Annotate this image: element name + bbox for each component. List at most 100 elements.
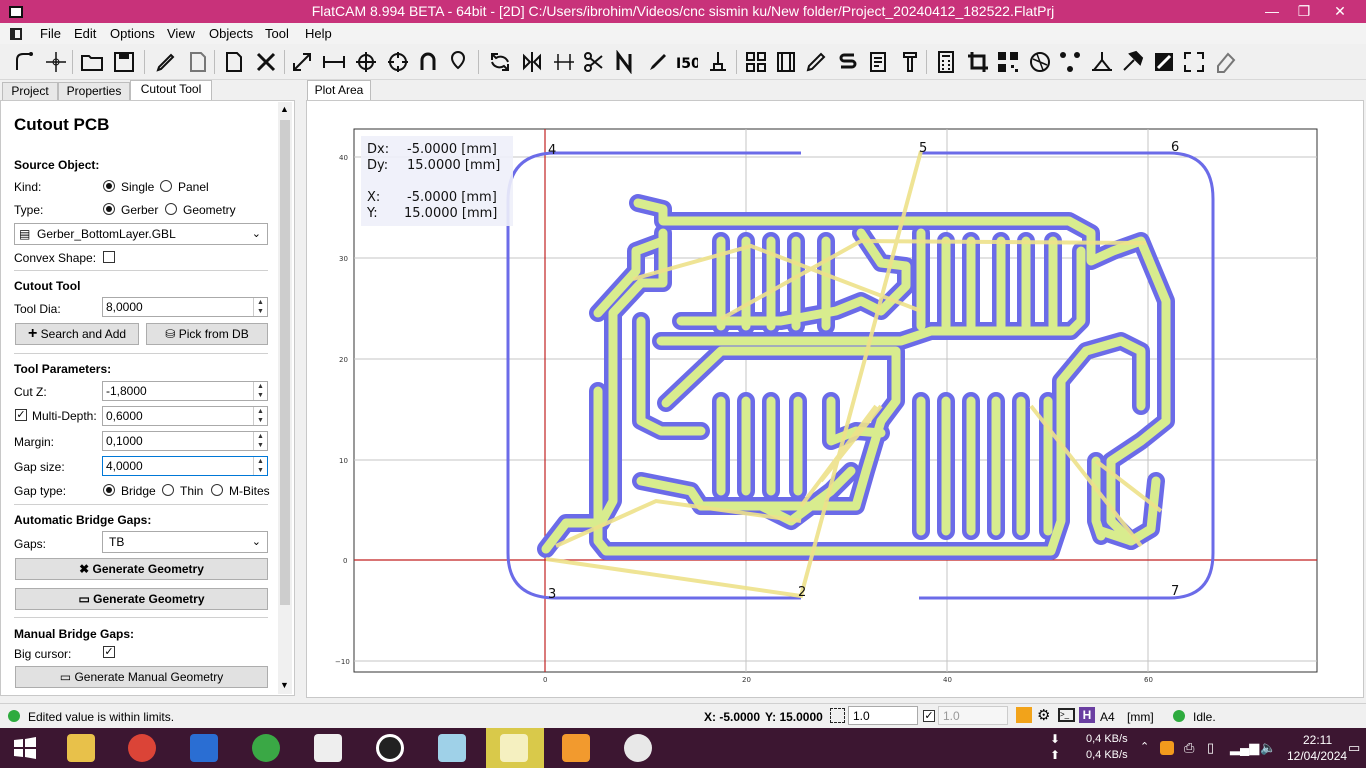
- volume-icon[interactable]: 🔈: [1260, 740, 1277, 755]
- tool-holder-icon[interactable]: [898, 50, 922, 74]
- maximize-button[interactable]: ❐: [1297, 3, 1311, 19]
- fullscreen-icon[interactable]: [1182, 50, 1206, 74]
- origin-icon[interactable]: [12, 50, 36, 74]
- map-pin-icon[interactable]: [446, 50, 470, 74]
- scroll-up-icon[interactable]: ▲: [280, 104, 289, 114]
- menu-view[interactable]: View: [167, 26, 195, 41]
- align-icon[interactable]: [1090, 50, 1114, 74]
- taskbar-app-globe[interactable]: [242, 728, 290, 768]
- film-icon[interactable]: [774, 50, 798, 74]
- new-document-icon[interactable]: [222, 50, 246, 74]
- gap-type-bridge-radio[interactable]: [103, 484, 115, 496]
- gaps-select[interactable]: TB ⌄: [102, 531, 268, 553]
- multi-depth-input[interactable]: 0,6000 ▲▼: [102, 406, 268, 426]
- hud-icon[interactable]: H: [1079, 707, 1095, 723]
- terminal-icon[interactable]: >_: [1058, 708, 1075, 722]
- notifications-icon[interactable]: ▭: [1348, 740, 1361, 755]
- invert-icon[interactable]: [1152, 50, 1176, 74]
- close-button[interactable]: ✕: [1334, 3, 1346, 19]
- source-object-select[interactable]: ▤ Gerber_BottomLayer.GBL ⌄: [14, 223, 268, 245]
- pick-from-db-button[interactable]: ⛁ Pick from DB: [146, 323, 268, 345]
- multi-depth-checkbox[interactable]: ✓: [15, 409, 27, 421]
- eraser-icon[interactable]: [1214, 50, 1238, 74]
- generate-manual-geometry-button[interactable]: ▭ Generate Manual Geometry: [15, 666, 268, 688]
- clock-time[interactable]: 22:11: [1303, 733, 1333, 747]
- menu-edit[interactable]: Edit: [74, 26, 97, 41]
- stepper-arrows-icon[interactable]: ▲▼: [253, 407, 267, 425]
- isolation-icon[interactable]: I50: [674, 50, 701, 74]
- distance-icon[interactable]: [322, 50, 346, 74]
- solder-paste-icon[interactable]: [804, 50, 828, 74]
- ncc-icon[interactable]: [612, 49, 636, 75]
- fiducials-icon[interactable]: [1058, 50, 1082, 74]
- tab-project[interactable]: Project: [2, 82, 58, 101]
- taskbar-app-l[interactable]: [180, 728, 228, 768]
- stepper-arrows-icon[interactable]: ▲▼: [253, 432, 267, 450]
- axis-icon[interactable]: [1016, 707, 1032, 723]
- menu-options[interactable]: Options: [110, 26, 155, 41]
- subtract-icon[interactable]: [836, 50, 860, 74]
- edit-pencil-icon[interactable]: [154, 50, 178, 74]
- kind-panel-radio[interactable]: [160, 180, 172, 192]
- paint-icon[interactable]: [644, 50, 668, 74]
- gear-icon[interactable]: ⚙: [1037, 707, 1051, 724]
- taskbar-app-glass[interactable]: [428, 728, 476, 768]
- save-edit-icon[interactable]: [186, 50, 210, 74]
- stepper-arrows-icon[interactable]: ▲▼: [253, 298, 267, 316]
- tab-cutout-tool[interactable]: Cutout Tool: [130, 80, 212, 101]
- taskbar-gcode-app[interactable]: [552, 728, 600, 768]
- tab-plot-area[interactable]: Plot Area: [307, 80, 371, 101]
- tool-dia-input[interactable]: 8,0000 ▲▼: [102, 297, 268, 317]
- plot-canvas[interactable]: 40 30 20 10 0 −10 0 20 40 60: [307, 101, 1365, 699]
- flatcam-app-icon[interactable]: [8, 4, 24, 20]
- menu-tool[interactable]: Tool: [265, 26, 289, 41]
- taskbar-media-app[interactable]: [486, 728, 544, 768]
- save-icon[interactable]: [112, 50, 136, 74]
- scroll-down-icon[interactable]: ▼: [280, 680, 289, 690]
- panelize-icon[interactable]: [744, 50, 768, 74]
- magnet-icon[interactable]: [416, 50, 440, 74]
- left-panel-scrollbar[interactable]: ▲ ▼: [278, 102, 292, 694]
- resize-icon[interactable]: [290, 50, 314, 74]
- menu-help[interactable]: Help: [305, 26, 332, 41]
- panel-toggle-icon[interactable]: [10, 28, 22, 40]
- grid-snap-icon[interactable]: [830, 708, 845, 723]
- stepper-arrows-icon[interactable]: ▲▼: [253, 382, 267, 400]
- qrcode-icon[interactable]: [996, 50, 1020, 74]
- taskbar-recorder[interactable]: [366, 728, 414, 768]
- tab-properties[interactable]: Properties: [58, 82, 130, 101]
- kind-single-radio[interactable]: [103, 180, 115, 192]
- scrollbar-thumb[interactable]: [280, 120, 290, 605]
- units-label[interactable]: [mm]: [1127, 710, 1154, 724]
- big-cursor-checkbox[interactable]: ✓: [103, 646, 115, 658]
- hammer-icon[interactable]: [1120, 50, 1144, 74]
- tray-network-off-icon[interactable]: ⎙: [1184, 740, 1195, 755]
- copper-thief-icon[interactable]: [1028, 50, 1052, 74]
- refresh-icon[interactable]: [488, 50, 512, 74]
- crop-icon[interactable]: [966, 50, 990, 74]
- grid-x-input[interactable]: 1.0: [848, 706, 918, 725]
- calculator-icon[interactable]: [934, 50, 958, 74]
- gap-type-thin-radio[interactable]: [162, 484, 174, 496]
- plot-area[interactable]: 40 30 20 10 0 −10 0 20 40 60: [306, 100, 1364, 698]
- margin-input[interactable]: 0,1000 ▲▼: [102, 431, 268, 451]
- jump-icon[interactable]: [44, 50, 68, 74]
- grid-y-input[interactable]: 1.0: [938, 706, 1008, 725]
- generate-rect-geometry-button[interactable]: ▭ Generate Geometry: [15, 588, 268, 610]
- taskbar-file-explorer[interactable]: [57, 728, 105, 768]
- paper-size[interactable]: A4: [1100, 710, 1115, 724]
- cut-z-input[interactable]: -1,8000 ▲▼: [102, 381, 268, 401]
- gap-size-input[interactable]: 4,0000 ▲▼: [102, 456, 268, 476]
- open-folder-icon[interactable]: [80, 50, 104, 74]
- start-button[interactable]: [0, 728, 48, 768]
- type-geometry-radio[interactable]: [165, 203, 177, 215]
- menu-file[interactable]: File: [40, 26, 61, 41]
- taskbar-chrome[interactable]: [118, 728, 166, 768]
- stepper-arrows-icon[interactable]: ▲▼: [253, 457, 267, 475]
- dots-icon[interactable]: [552, 50, 576, 74]
- convex-shape-checkbox[interactable]: [103, 251, 115, 263]
- chevron-up-icon[interactable]: ⌃: [1140, 741, 1150, 753]
- minimize-button[interactable]: —: [1265, 3, 1279, 19]
- rules-check-icon[interactable]: [866, 50, 890, 74]
- search-and-add-button[interactable]: + Search and Add: [15, 323, 139, 345]
